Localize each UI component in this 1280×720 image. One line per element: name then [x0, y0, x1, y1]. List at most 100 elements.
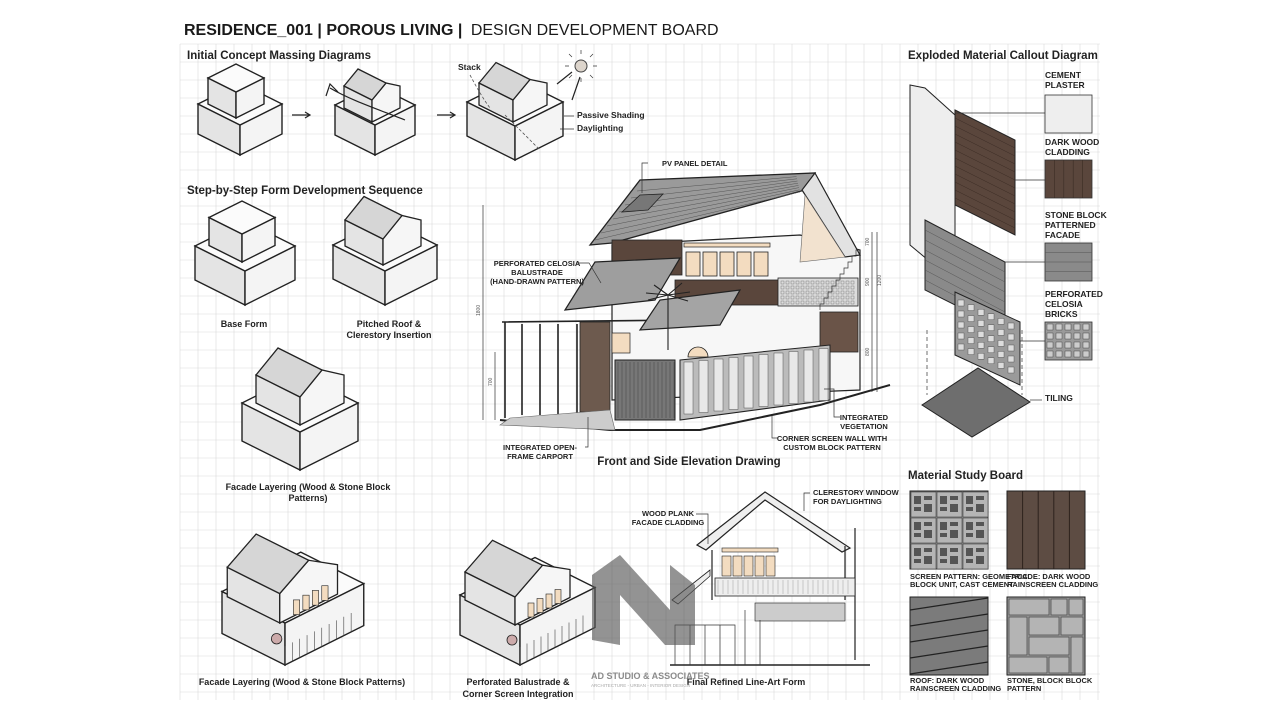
- stone-block: [1008, 656, 1048, 674]
- svg-text:700: 700: [488, 377, 494, 386]
- celosia-hole: [987, 324, 995, 331]
- svg-text:WOOD PLANK: WOOD PLANK: [642, 509, 695, 518]
- celosia-hole: [840, 290, 845, 295]
- celosia-hole: [810, 280, 815, 285]
- massing-gable: [477, 61, 532, 101]
- roof-tile-line: [606, 187, 800, 227]
- celosia-hole: [780, 285, 785, 290]
- material-label: BRICKS: [1045, 309, 1078, 319]
- stone-joint: [924, 249, 1006, 293]
- pv-panel: [620, 193, 664, 213]
- celosia-hole: [805, 300, 810, 305]
- roof-tile-course: [909, 661, 989, 675]
- celosia-hole: [815, 300, 820, 305]
- celosia-hole: [850, 290, 855, 295]
- celosia-hole: [987, 313, 995, 320]
- celosia-hole: [790, 285, 795, 290]
- celosia-hole: [1064, 323, 1072, 331]
- massing-gable: [371, 82, 401, 124]
- celosia-hole: [1073, 332, 1081, 340]
- carport-floor: [499, 409, 616, 431]
- block-unit: [962, 543, 989, 570]
- roof-tile-line: [594, 191, 801, 241]
- stone-block: [1028, 616, 1060, 636]
- svg-text:CUSTOM BLOCK PATTERN: CUSTOM BLOCK PATTERN: [783, 443, 881, 452]
- celosia-hole: [1046, 350, 1054, 358]
- screen-block-column: [788, 351, 799, 404]
- front-side-elevation-drawing: [499, 171, 891, 431]
- sequence-heading: Step-by-Step Form Development Sequence: [187, 185, 423, 197]
- celosia-hole: [977, 309, 985, 316]
- block-hole: [940, 522, 947, 530]
- block-hole: [966, 507, 973, 511]
- material-label: PLASTER: [1045, 80, 1085, 90]
- dark-wood-swatch: [1006, 490, 1086, 570]
- celosia-hole: [977, 353, 985, 360]
- celosia-hole: [845, 280, 850, 285]
- celosia-hole: [840, 300, 845, 305]
- window-pane: [721, 555, 732, 577]
- wood-line: [954, 157, 1016, 189]
- window: [321, 585, 329, 601]
- celosia-hole: [790, 295, 795, 300]
- block-hole: [940, 548, 947, 556]
- svg-text:BALUSTRADE: BALUSTRADE: [511, 268, 563, 277]
- stack-ventilation-arrow: [469, 74, 541, 151]
- wood-line: [954, 125, 1016, 157]
- roof-tile-course: [909, 597, 989, 611]
- celosia-hole: [957, 310, 965, 318]
- celosia-hole: [830, 300, 835, 305]
- wood-line: [954, 149, 1016, 181]
- svg-text:1200: 1200: [877, 275, 883, 286]
- material-label: DARK WOOD: [1045, 137, 1099, 147]
- celosia-hole: [785, 300, 790, 305]
- celosia-hole: [967, 304, 975, 311]
- block-hole: [914, 507, 921, 511]
- celosia-hole: [800, 295, 805, 300]
- main-roof: [588, 172, 817, 246]
- window: [536, 598, 544, 613]
- celosia-hole: [820, 280, 825, 285]
- celosia-hole: [1064, 350, 1072, 358]
- stone-joint: [924, 259, 1006, 303]
- celosia-hole: [800, 285, 805, 290]
- svg-text:1800: 1800: [476, 305, 482, 316]
- celosia-hole: [997, 351, 1005, 358]
- celosia-hole: [1082, 341, 1090, 349]
- celosia-hole: [957, 332, 965, 340]
- celosia-hole: [785, 285, 790, 290]
- screen-block-column: [683, 361, 694, 415]
- block-hole: [950, 504, 958, 512]
- svg-text:ARCHITECTURE - URBAN - INTERIO: ARCHITECTURE - URBAN - INTERIOR DESIGN: [591, 683, 690, 688]
- window: [554, 589, 562, 604]
- facade-house-roof: [226, 533, 310, 595]
- celosia-hole: [997, 340, 1005, 347]
- celosia-hole: [957, 321, 965, 329]
- block-hole: [924, 504, 932, 512]
- celosia-hole: [790, 280, 795, 285]
- celosia-hole: [987, 357, 995, 364]
- material-label: PATTERNED: [1045, 220, 1096, 230]
- material-swatch: [1044, 94, 1093, 134]
- celosia-hole: [825, 295, 830, 300]
- window-pane: [732, 555, 743, 577]
- celosia-hole: [790, 290, 795, 295]
- svg-text:PATTERN: PATTERN: [1007, 684, 1041, 693]
- celosia-hole: [785, 290, 790, 295]
- celosia-hole: [850, 295, 855, 300]
- block-hole: [914, 533, 921, 537]
- dark-wood-panel: [954, 109, 1016, 236]
- block-hole: [940, 496, 947, 504]
- celosia-hole: [810, 300, 815, 305]
- window: [302, 594, 310, 611]
- block-hole: [976, 522, 984, 526]
- arrow-icon: [292, 111, 312, 119]
- celosia-hole: [780, 295, 785, 300]
- window-pane: [719, 251, 735, 277]
- material-label: TILING: [1045, 393, 1073, 403]
- celosia-hole: [1046, 341, 1054, 349]
- svg-text:700: 700: [865, 237, 871, 246]
- svg-text:RAINSCREEN CLADDING: RAINSCREEN CLADDING: [910, 684, 1001, 693]
- celosia-hole: [800, 300, 805, 305]
